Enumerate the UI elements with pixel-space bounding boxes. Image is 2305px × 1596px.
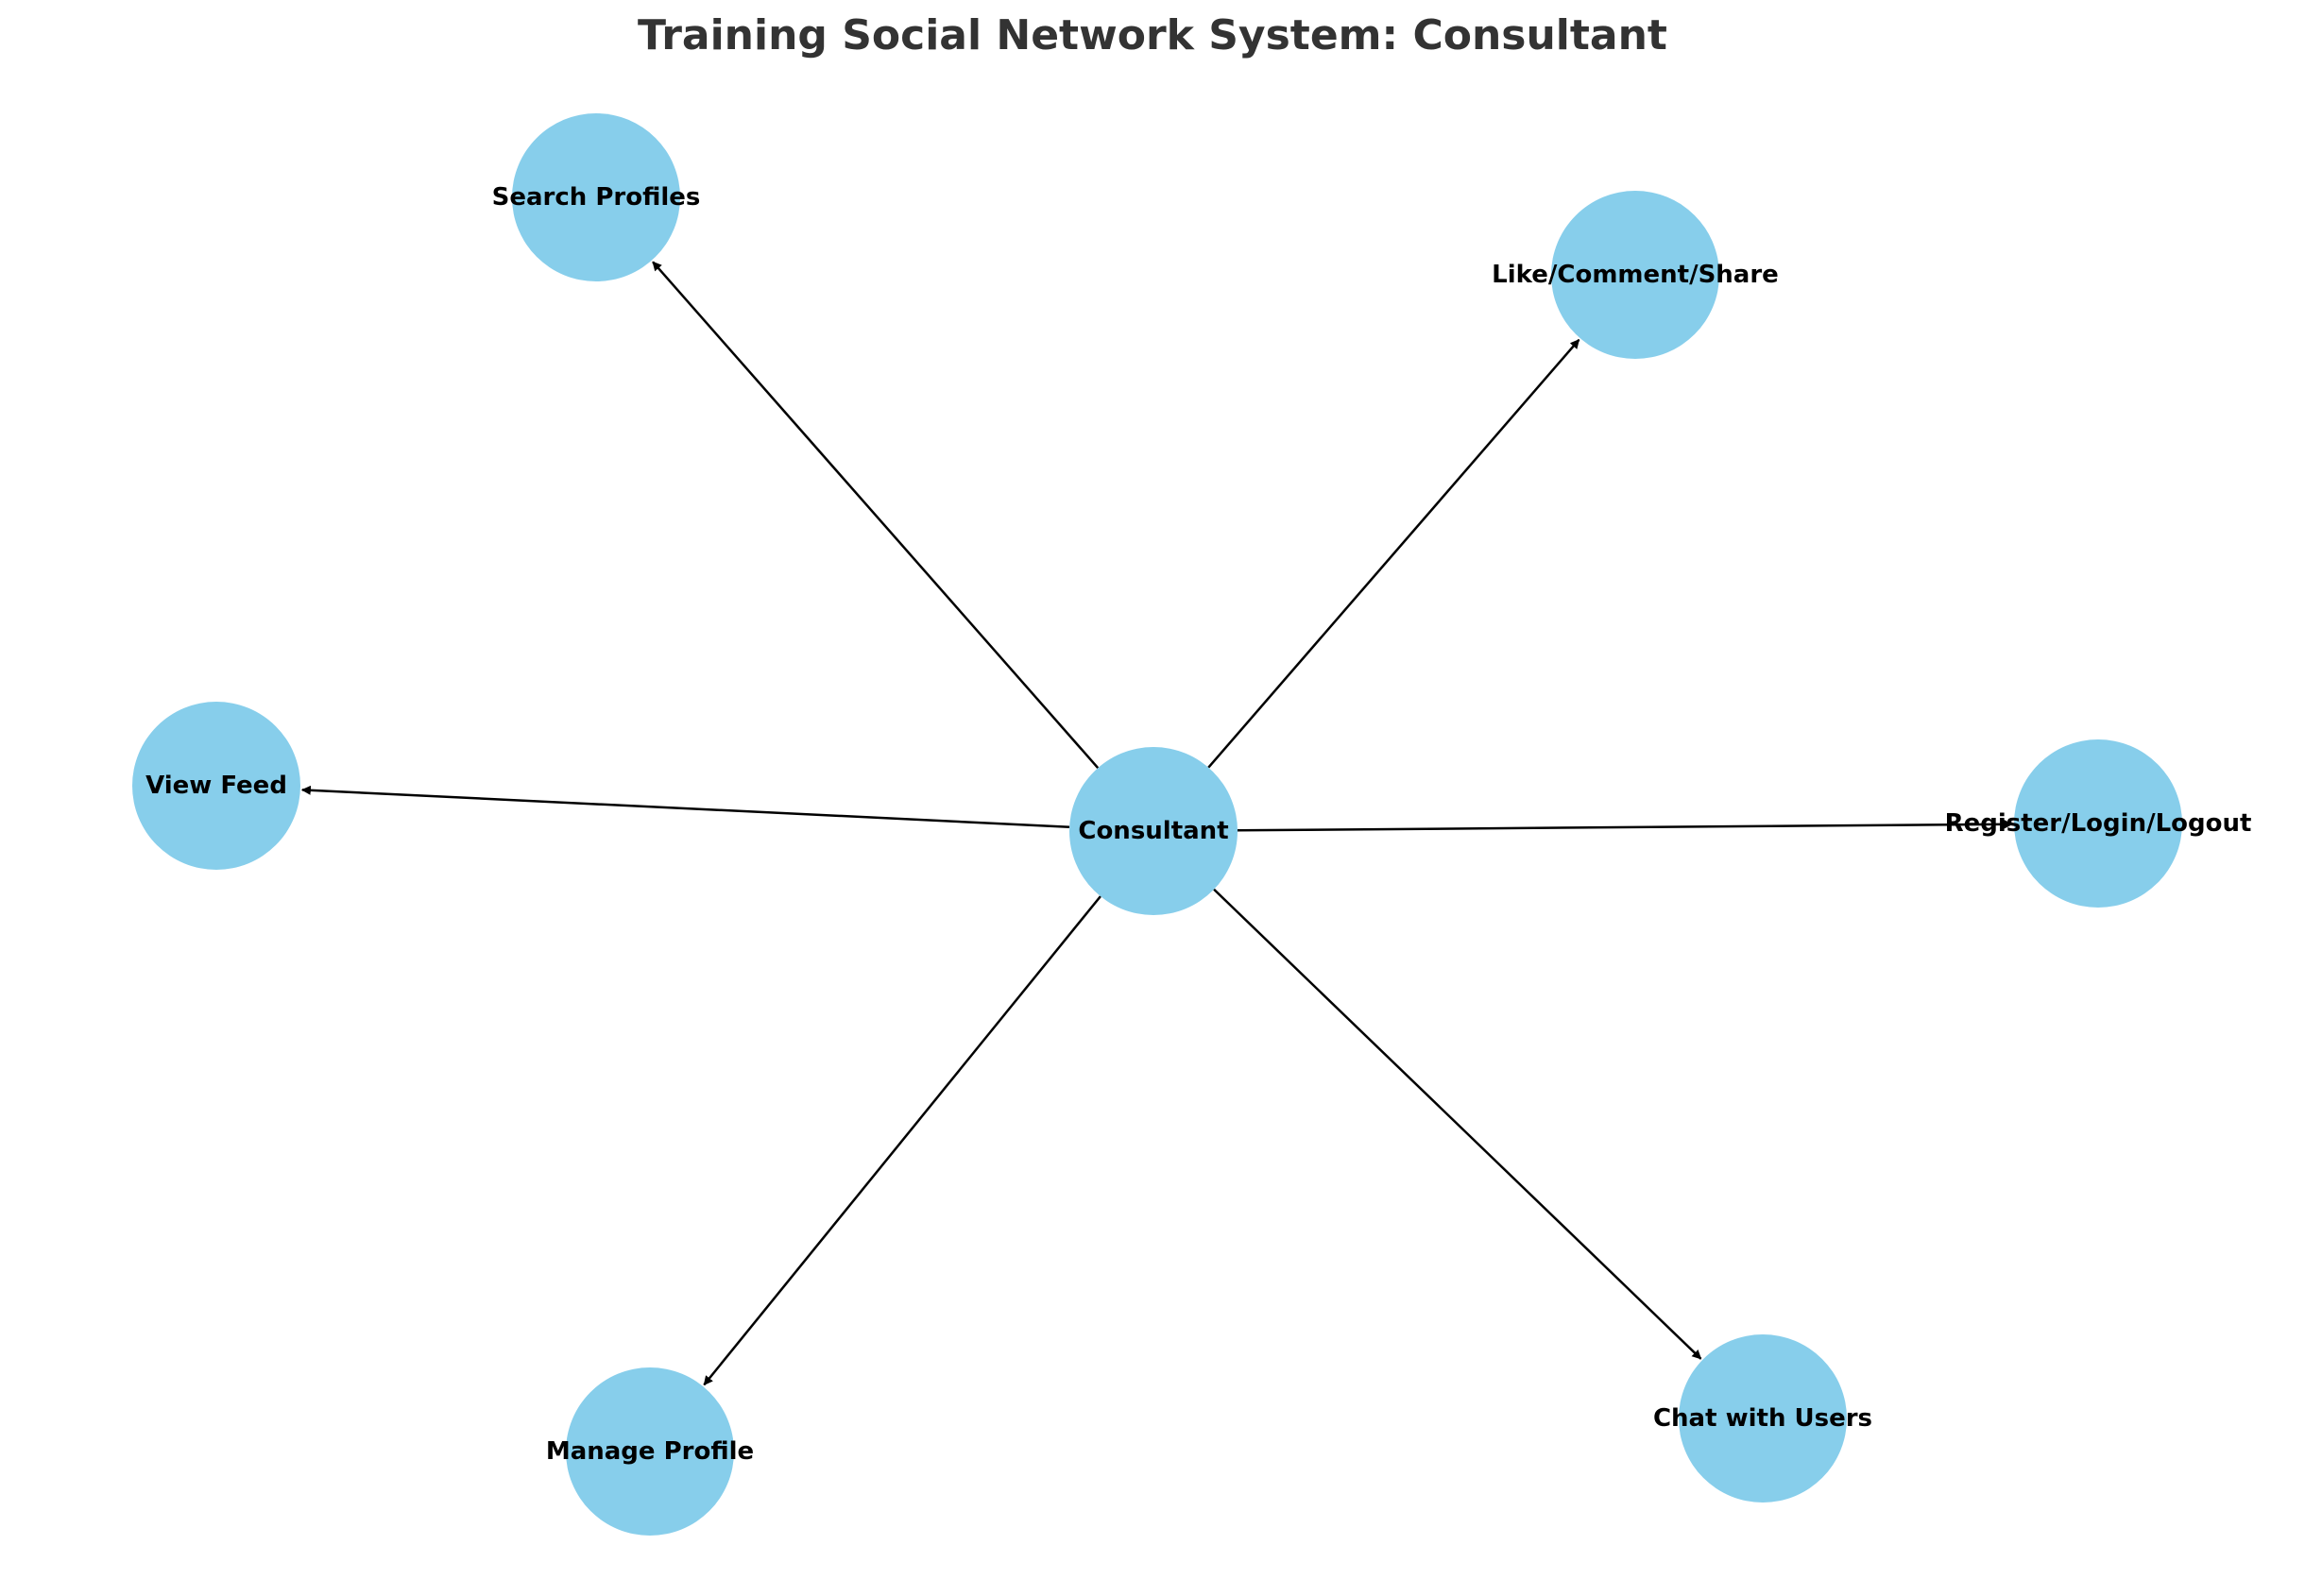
node-like-comment-share[interactable]: Like/Comment/Share	[1492, 191, 1779, 359]
node-circle-chat-with-users	[1679, 1334, 1847, 1503]
nodes-layer: Consultant Search ProfilesLike/Comment/Sh…	[132, 113, 2251, 1536]
node-circle-like-comment-share	[1551, 191, 1719, 359]
edge-consultant-to-register-login-logout	[1237, 819, 2014, 832]
node-label-chat-with-users: Chat with Users	[1653, 1404, 1872, 1433]
edge-consultant-to-manage-profile	[703, 895, 1101, 1386]
node-manage-profile[interactable]: Manage Profile	[546, 1367, 754, 1536]
edge-consultant-to-chat-with-users	[1213, 888, 1702, 1360]
node-circle-register-login-logout	[2014, 739, 2182, 908]
node-label-like-comment-share: Like/Comment/Share	[1492, 261, 1779, 289]
node-register-login-logout[interactable]: Register/Login/Logout	[1945, 739, 2252, 908]
edge-consultant-to-view-feed	[300, 785, 1070, 828]
node-label-view-feed: View Feed	[145, 772, 287, 800]
node-label-manage-profile: Manage Profile	[546, 1437, 754, 1466]
node-label-register-login-logout: Register/Login/Logout	[1945, 809, 2252, 838]
edge-consultant-to-like-comment-share	[1207, 338, 1580, 769]
node-chat-with-users[interactable]: Chat with Users	[1653, 1334, 1872, 1503]
node-view-feed[interactable]: View Feed	[132, 702, 300, 870]
node-search-profiles[interactable]: Search Profiles	[492, 113, 701, 281]
node-label-consultant: Consultant	[1078, 817, 1228, 845]
node-label-search-profiles: Search Profiles	[492, 183, 701, 212]
node-consultant[interactable]: Consultant	[1069, 747, 1238, 915]
node-circle-search-profiles	[512, 113, 680, 281]
node-circle-consultant	[1069, 747, 1238, 915]
edge-consultant-to-search-profiles	[652, 261, 1100, 769]
node-circle-manage-profile	[566, 1367, 734, 1536]
diagram-title: Training Social Network System: Consulta…	[638, 11, 1667, 59]
edges-layer	[300, 261, 2014, 1386]
node-circle-view-feed	[132, 702, 300, 870]
